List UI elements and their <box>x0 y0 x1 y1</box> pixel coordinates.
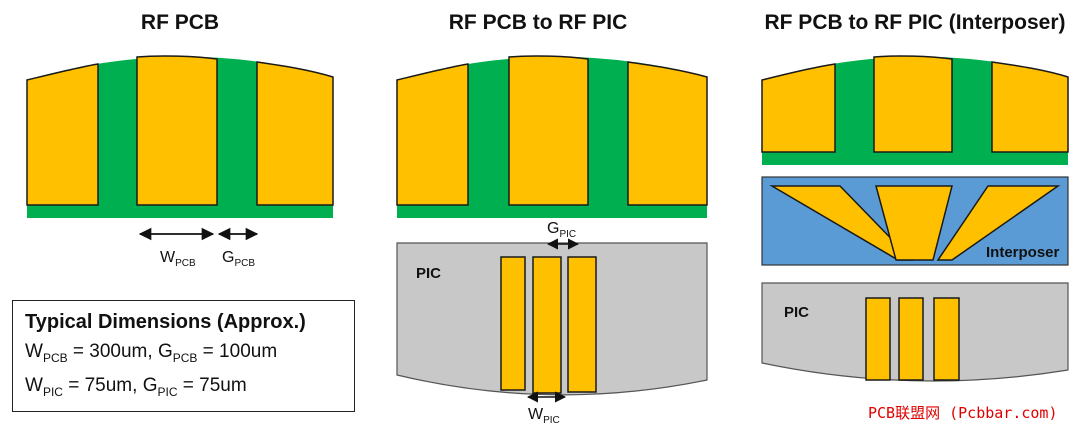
w-pcb-label: WPCB <box>160 249 196 269</box>
pic-label: PIC <box>784 304 809 321</box>
panel-title-pcb-to-pic: RF PCB to RF PIC <box>449 11 628 34</box>
pic-ground-trace-right <box>933 297 960 381</box>
pic-label: PIC <box>416 265 441 282</box>
panel-title-interposer: RF PCB to RF PIC (Interposer) <box>764 11 1065 34</box>
panel-title-rf-pcb: RF PCB <box>141 11 219 34</box>
g-pic-label: GPIC <box>547 220 576 240</box>
pcb-ground-pad-left <box>26 63 99 206</box>
typical-dimensions-box: Typical Dimensions (Approx.) WPCB = 300u… <box>12 300 355 412</box>
pcb-ground-pad-left <box>396 63 469 206</box>
pic-signal-trace <box>532 256 562 394</box>
pcb-signal-trace <box>873 55 953 153</box>
dimensions-line-pcb: WPCB = 300um, GPCB = 100um <box>25 341 278 365</box>
pic-ground-trace-left <box>500 256 526 391</box>
interposer-trace-right <box>936 185 1061 261</box>
panel-interposer: RF PCB to RF PIC (Interposer) Interposer… <box>761 11 1069 382</box>
dimensions-heading: Typical Dimensions (Approx.) <box>25 311 306 333</box>
pic-signal-trace <box>898 297 924 381</box>
g-pcb-label: GPCB <box>222 249 255 269</box>
pcb-ground-pad-right <box>991 61 1069 153</box>
dimensions-line-pic: WPIC = 75um, GPIC = 75um <box>25 374 247 399</box>
w-pic-label: WPIC <box>528 406 560 426</box>
interposer-trace-center <box>875 185 953 261</box>
pcb-ground-pad-right <box>627 61 708 206</box>
pcb-signal-trace <box>508 55 589 206</box>
panel-rf-pcb: RF PCB WPCB GPCB <box>26 11 334 269</box>
pcb-ground-pad-left <box>761 63 836 153</box>
interposer-label: Interposer <box>986 244 1060 261</box>
pic-ground-trace-left <box>865 297 891 381</box>
watermark-text: PCB联盟网 (Pcbbar.com) <box>868 404 1058 422</box>
panel-rf-pcb-to-rf-pic: RF PCB to RF PIC PIC GPIC WPIC <box>396 11 708 426</box>
pcb-ground-pad-right <box>256 61 334 206</box>
pcb-signal-trace <box>136 55 218 206</box>
pic-ground-trace-right <box>567 256 597 393</box>
